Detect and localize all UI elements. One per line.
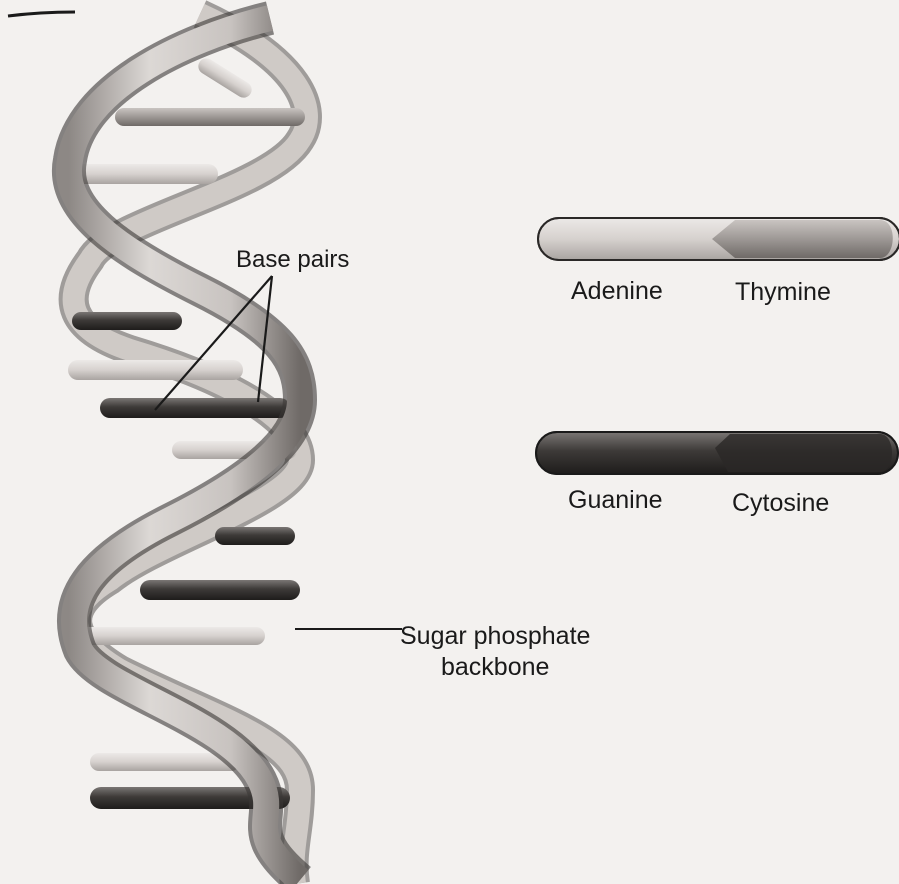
rung [68, 164, 218, 184]
rung [140, 580, 300, 600]
rung [100, 398, 290, 418]
legend-bar-guanine-cytosine [536, 432, 898, 474]
rung [195, 55, 254, 100]
page-edge-line [8, 12, 75, 16]
rung [115, 108, 305, 126]
legend-bar-adenine-thymine [538, 218, 899, 260]
sugar-label-line2: backbone [400, 652, 590, 683]
rung [215, 527, 295, 545]
sugar-phosphate-backbone-label: Sugar phosphate backbone [400, 621, 590, 683]
sugar-label-line1: Sugar phosphate [400, 621, 590, 652]
rung [68, 360, 243, 380]
rung [72, 312, 182, 330]
rung [75, 627, 265, 645]
thymine-label: Thymine [735, 278, 831, 307]
cytosine-label: Cytosine [732, 489, 829, 518]
adenine-label: Adenine [571, 277, 663, 306]
base-pairs-label: Base pairs [236, 246, 349, 274]
guanine-label: Guanine [568, 486, 663, 515]
